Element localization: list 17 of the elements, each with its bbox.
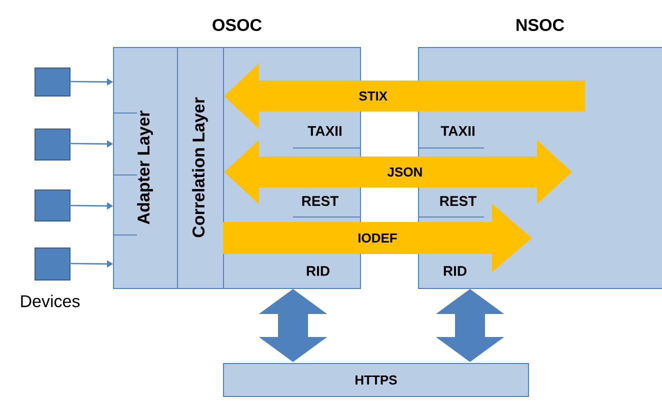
layer-column: Adapter Layer bbox=[113, 47, 178, 289]
protocol-label: REST bbox=[440, 196, 477, 206]
device-square bbox=[34, 68, 70, 96]
device-square bbox=[34, 248, 70, 280]
panel-heading: OSOC bbox=[212, 18, 262, 32]
protocol-label: TAXII bbox=[308, 126, 342, 136]
device-square bbox=[34, 190, 70, 222]
protocol-label: RID bbox=[306, 266, 330, 276]
protocol-label: RID bbox=[444, 266, 466, 276]
protocol-bar: HTTPS bbox=[223, 363, 529, 397]
edge-label: IODEF bbox=[356, 232, 398, 244]
protocol-label: TAXII bbox=[440, 126, 474, 136]
device-square bbox=[34, 128, 70, 160]
panel-heading: NSOC bbox=[516, 18, 564, 32]
protocol-label: REST bbox=[302, 196, 339, 206]
edge-label: STIX bbox=[358, 90, 389, 102]
layer-column: Correlation Layer bbox=[177, 47, 224, 289]
